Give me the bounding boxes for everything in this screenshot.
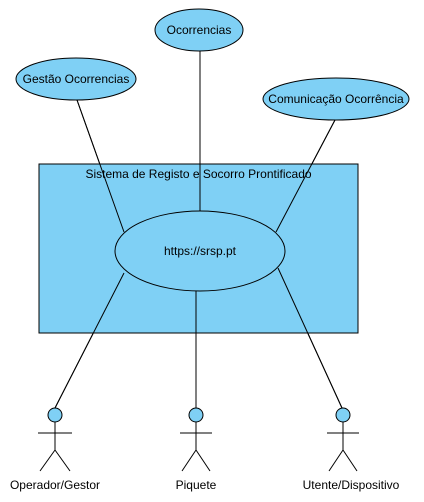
use-case-ocorrencias-shape[interactable] xyxy=(154,8,244,52)
actor-piquete[interactable]: Piquete xyxy=(176,407,217,492)
use-case-gestao[interactable]: Gestão Ocorrencias xyxy=(15,57,137,101)
association-operador-inner xyxy=(54,272,125,409)
inner-associations xyxy=(54,51,343,409)
use-case-gestao-shape[interactable] xyxy=(15,57,137,101)
association-comunicacao-inner xyxy=(275,119,336,233)
actor-operador-label: Operador/Gestor xyxy=(10,478,100,492)
use-case-central[interactable]: https://srsp.pt xyxy=(114,210,286,292)
use-case-central-shape[interactable] xyxy=(114,210,286,292)
actor-piquete-label: Piquete xyxy=(176,478,217,492)
association-gestao-inner xyxy=(76,99,125,233)
stick-figure-actor-icon xyxy=(38,407,72,472)
use-case-gestao-label: Gestão Ocorrencias xyxy=(23,72,130,86)
use-case-ocorrencias[interactable]: Ocorrencias xyxy=(154,8,244,52)
use-case-comunicacao-label: Comunicação Ocorrência xyxy=(268,92,404,106)
system-boundary: Sistema de Registo e Socorro Prontificad… xyxy=(38,163,359,334)
actor-operador[interactable]: Operador/Gestor xyxy=(10,407,100,492)
association-utente-inner xyxy=(277,267,343,409)
use-case-comunicacao-shape[interactable] xyxy=(262,77,410,121)
actor-utente-label: Utente/Dispositivo xyxy=(303,478,400,492)
use-case-ocorrencias-label: Ocorrencias xyxy=(167,23,232,37)
use-case-comunicacao[interactable]: Comunicação Ocorrência xyxy=(262,77,410,121)
actor-utente[interactable]: Utente/Dispositivo xyxy=(303,407,400,492)
stick-figure-actor-icon xyxy=(180,407,212,472)
use-case-central-label: https://srsp.pt xyxy=(164,244,237,258)
system-title: Sistema de Registo e Socorro Prontificad… xyxy=(85,167,311,181)
stick-figure-actor-icon xyxy=(327,407,359,472)
